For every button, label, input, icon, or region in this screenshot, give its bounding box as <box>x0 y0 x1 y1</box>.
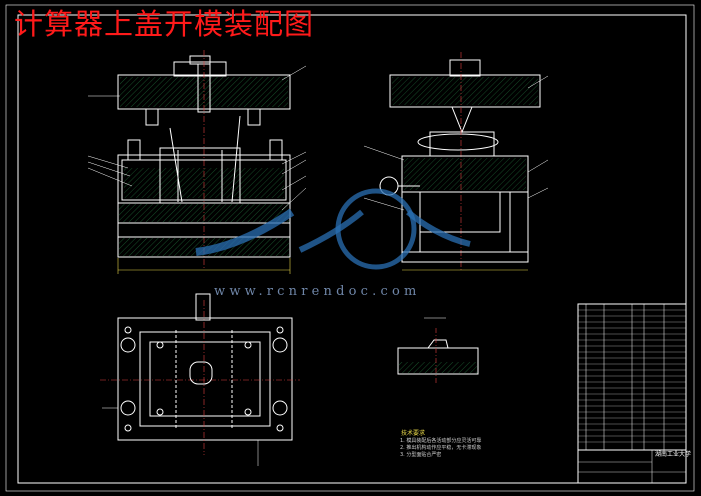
tech-requirement-3: 3. 分型面贴合严密 <box>400 452 442 458</box>
drawing-frame <box>5 4 695 492</box>
tech-requirement-2: 2. 推出机构动作应平稳，无卡滞现象 <box>400 445 482 451</box>
drawing-title: 计算器上盖开模装配图 <box>14 7 315 41</box>
tech-requirements-title: 技术要求 <box>401 430 426 437</box>
plan-view <box>100 293 300 466</box>
front-section-view <box>87 50 307 274</box>
side-section-view <box>363 52 549 271</box>
title-block <box>577 303 687 484</box>
watermark-url: www.rcnrendoc.com <box>214 284 421 299</box>
school-name: 湖南工业大学 <box>655 451 692 458</box>
tech-requirement-1: 1. 模具装配后各活动部分应灵活可靠 <box>400 438 482 444</box>
detail-view <box>397 317 479 384</box>
watermark-logo <box>195 188 471 270</box>
